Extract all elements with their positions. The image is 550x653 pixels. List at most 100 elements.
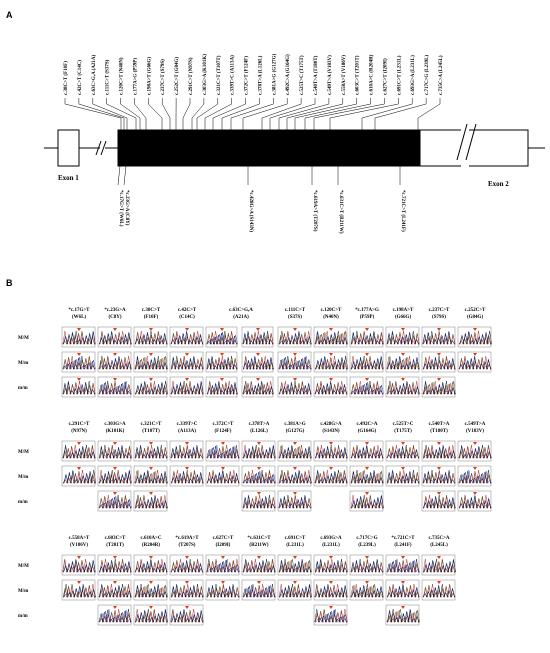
chromatogram-cell bbox=[349, 554, 384, 576]
top-variant-label: c.378T>A (L126L) bbox=[258, 55, 263, 95]
gene-structure: Exon 1 Exon 2 bbox=[44, 123, 545, 188]
variant-arrow-marker bbox=[113, 353, 117, 356]
variant-arrow-marker bbox=[185, 328, 189, 331]
genotype-label: M/M bbox=[18, 564, 29, 569]
variant-column: c.540T>A(T180T) bbox=[421, 422, 456, 512]
exon1-label: Exon 1 bbox=[58, 174, 79, 182]
chromatogram-cell bbox=[385, 465, 420, 487]
chromatogram-cell bbox=[205, 440, 240, 462]
variant-column: c.378T>A(L126L) bbox=[241, 422, 276, 512]
column-header-aa: (S37S) bbox=[288, 315, 302, 320]
column-header-variant: c.291C>T bbox=[69, 422, 90, 427]
variant-column: *c.721C>T(L241F) bbox=[385, 536, 421, 626]
column-header-aa: (N97N) bbox=[71, 429, 87, 434]
column-header-variant: c.428G>A bbox=[320, 422, 342, 427]
variant-arrow-marker bbox=[77, 378, 81, 381]
variant-arrow-marker bbox=[113, 606, 117, 609]
chromatogram-cell bbox=[349, 465, 384, 487]
chromatogram-cell bbox=[97, 554, 132, 576]
column-header-variant: c.492C>A bbox=[356, 422, 377, 427]
top-variant-label: c.303G>A (K101K) bbox=[203, 54, 208, 95]
chromatogram-cell bbox=[277, 579, 312, 601]
chromatogram-cell bbox=[421, 326, 456, 348]
leader-line bbox=[261, 98, 302, 130]
top-variant: c.63C>G,A (A21A) bbox=[92, 54, 128, 130]
column-header-variant: *c.23G>A bbox=[104, 308, 126, 313]
variant-column: c.717C>G(L239L) bbox=[349, 536, 384, 601]
variant-column: c.252C>T(G84G) bbox=[457, 308, 492, 373]
bottom-variant-labels: *c.17G>T (W6L)*c.23G>A (C8Y)*c.428G>A (S… bbox=[117, 165, 405, 234]
variant-column: c.303G>A(K101K) bbox=[97, 422, 132, 512]
leader-line bbox=[123, 165, 127, 186]
variant-arrow-marker bbox=[401, 581, 405, 584]
leader-line bbox=[329, 98, 399, 130]
chromatogram-cell bbox=[169, 554, 204, 576]
column-header-variant: c.30C>T bbox=[142, 308, 161, 313]
top-variant-label: c.525T>C (T175T) bbox=[300, 55, 305, 95]
chromatogram-cell bbox=[97, 490, 132, 512]
genotype-label: m/m bbox=[18, 386, 29, 391]
column-header-variant: *c.619A>T bbox=[175, 536, 199, 541]
chromatogram-cell bbox=[313, 465, 348, 487]
chromatogram-cell bbox=[169, 465, 204, 487]
chromatogram-cell bbox=[457, 465, 493, 487]
variant-arrow-marker bbox=[473, 492, 477, 495]
top-variant: c.111C>T (S37S) bbox=[106, 59, 137, 130]
chromatogram-cell bbox=[133, 351, 168, 373]
top-variant-label: c.492C>A (G164G) bbox=[286, 54, 291, 95]
genotype-label: M/m bbox=[18, 589, 29, 594]
variant-column: c.111C>T(S37S) bbox=[277, 308, 312, 398]
variant-column: c.381A>G(G127G) bbox=[277, 422, 312, 512]
variant-column: c.735C>A(L245L) bbox=[421, 536, 456, 601]
top-variant-label: c.717C>G (L239L) bbox=[425, 55, 430, 95]
top-variant-labels: c.38C>T (F10F)c.42C>T (C14C)c.63C>G,A (A… bbox=[64, 53, 444, 130]
top-variant: c.492C>A (G164G) bbox=[242, 54, 291, 130]
column-header-aa: (R204R) bbox=[142, 543, 160, 548]
chromatogram-cell bbox=[169, 376, 204, 398]
variant-column: c.549T>A(V183V) bbox=[457, 422, 493, 512]
column-header-aa: (A113A) bbox=[178, 429, 196, 434]
variant-arrow-marker bbox=[473, 442, 477, 445]
variant-arrow-marker bbox=[149, 328, 153, 331]
bottom-variant-label: *c.23G>A (C8Y) bbox=[124, 190, 129, 226]
variant-arrow-marker bbox=[437, 492, 441, 495]
chromatogram-cell bbox=[385, 604, 420, 626]
genotype-label: M/M bbox=[18, 450, 29, 455]
chromatogram-cell bbox=[61, 351, 96, 373]
variant-arrow-marker bbox=[77, 556, 81, 559]
top-variant: c.372C>T (F124F) bbox=[212, 56, 250, 130]
chromatogram-cell bbox=[421, 376, 456, 398]
variant-arrow-marker bbox=[365, 581, 369, 584]
chromatogram-cell bbox=[313, 326, 348, 348]
variant-arrow-marker bbox=[437, 328, 441, 331]
top-variant: c.381A>G (G127G) bbox=[230, 53, 277, 130]
genotype-label: m/m bbox=[18, 614, 29, 619]
variant-arrow-marker bbox=[437, 378, 441, 381]
leader-line bbox=[196, 98, 219, 130]
leader-line bbox=[221, 98, 260, 130]
chromatogram-cell bbox=[133, 579, 168, 601]
chromatogram-cell bbox=[133, 465, 168, 487]
chromatogram-cell bbox=[205, 376, 239, 398]
variant-arrow-marker bbox=[401, 467, 405, 470]
chromatogram-cell bbox=[61, 554, 96, 576]
column-header-aa: (K101K) bbox=[106, 429, 125, 434]
variant-arrow-marker bbox=[185, 353, 189, 356]
variant-arrow-marker bbox=[365, 328, 369, 331]
variant-arrow-marker bbox=[185, 442, 189, 445]
chromatogram-cell bbox=[277, 465, 312, 487]
variant-arrow-marker bbox=[401, 353, 405, 356]
leader-line bbox=[161, 98, 171, 130]
variant-arrow-marker bbox=[113, 328, 117, 331]
chromatogram-cell bbox=[241, 440, 276, 462]
top-variant-label: c.321C>T (T107T) bbox=[217, 55, 222, 95]
variant-arrow-marker bbox=[473, 328, 477, 331]
chromatogram-cell bbox=[169, 579, 204, 601]
column-header-aa: (L245L) bbox=[430, 543, 448, 548]
bottom-variant: *c.23G>A (C8Y) bbox=[123, 165, 129, 226]
leader-line bbox=[64, 98, 122, 130]
chromatogram-row: M/MM/mm/m*c.17G>T(W6L)*c.23G>A(C8Y)c.30C… bbox=[18, 308, 492, 398]
chromatogram-cell bbox=[385, 440, 420, 462]
chromatogram-cell bbox=[241, 326, 274, 348]
chromatogram-cell bbox=[241, 465, 276, 487]
